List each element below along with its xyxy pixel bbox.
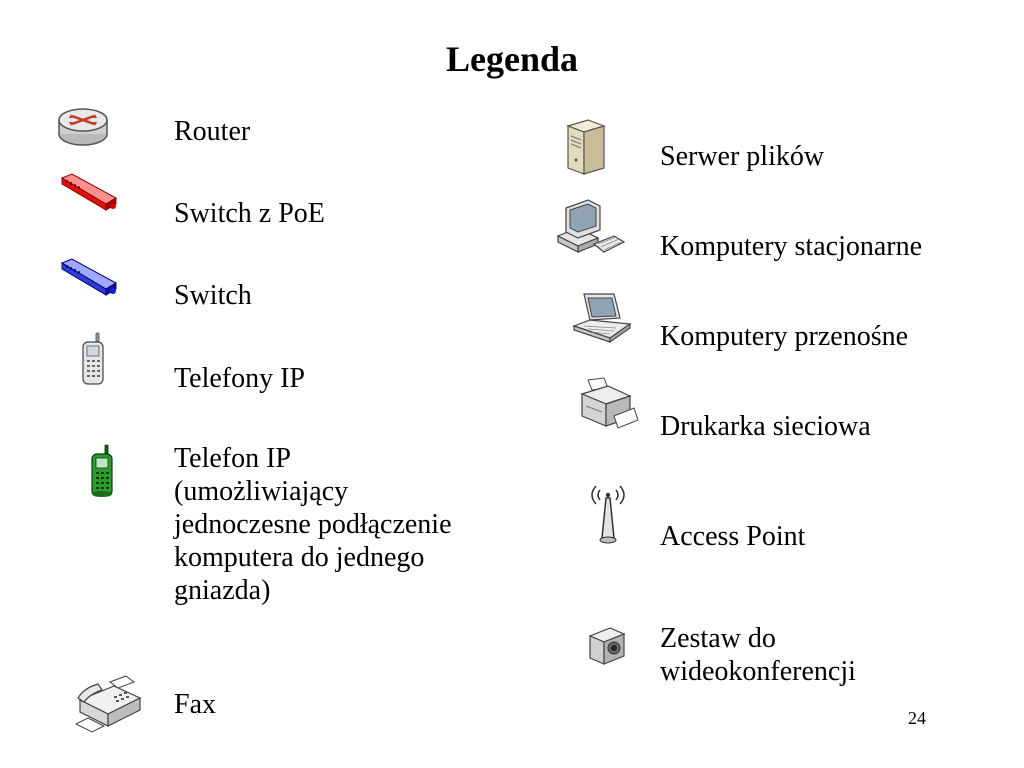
network-printer-icon [580, 377, 639, 429]
label-line: (umożliwiający [174, 476, 349, 507]
label-line: komputera do jednego [174, 542, 425, 573]
page-number: 24 [908, 708, 926, 728]
access-point-icon [591, 485, 625, 544]
legend-label-router: Router [174, 116, 251, 147]
label-line: jednoczesne podłączenie [174, 509, 452, 540]
label-line: Zestaw do [660, 623, 776, 654]
legend-label-access-point: Access Point [660, 521, 806, 552]
legend-label-fax: Fax [174, 689, 216, 720]
passthrough-ip-phone-icon [91, 444, 113, 497]
file-server-icon [566, 119, 606, 175]
laptop-icon [572, 293, 632, 344]
poe-switch-icon [60, 173, 118, 211]
label-line: gniazda) [174, 575, 271, 606]
legend-label-ip-phones: Telefony IP [174, 363, 306, 394]
switch-icon [60, 258, 118, 296]
legend-label-passthrough-ip-phone: Telefon IP (umożliwiający jednoczesne po… [174, 442, 452, 607]
legend-label-laptops: Komputery przenośne [660, 321, 909, 352]
label-line: wideokonferencji [660, 656, 856, 687]
legend-label-network-printer: Drukarka sieciowa [660, 411, 871, 442]
legend-label-desktop-computers: Komputery stacjonarne [660, 231, 923, 262]
router-icon [58, 108, 108, 146]
ip-phone-icon [82, 332, 104, 385]
fax-icon [74, 675, 142, 733]
legend-label-file-server: Serwer plików [660, 141, 825, 172]
desktop-computer-icon [556, 199, 626, 253]
legend-label-switch: Switch [174, 280, 252, 311]
slide-title: Legenda [445, 39, 578, 79]
legend-label-poe-switch: Switch z PoE [174, 198, 325, 229]
label-line: Telefon IP [174, 443, 292, 474]
legend-label-video-conference: Zestaw do wideokonferencji [660, 622, 856, 688]
video-conference-icon [588, 627, 626, 665]
